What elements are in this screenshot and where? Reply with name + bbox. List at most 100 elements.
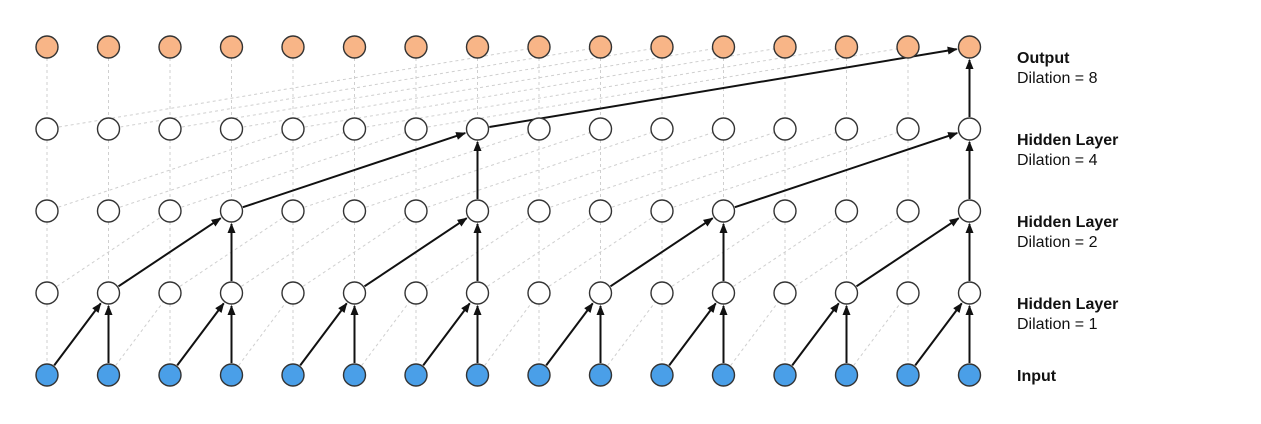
background-connection <box>600 128 847 212</box>
background-connection <box>477 210 601 294</box>
hidden3-node <box>96 117 121 141</box>
output-node <box>96 35 121 59</box>
hidden3-node <box>773 117 797 141</box>
connection-arrow <box>734 132 959 209</box>
background-connection <box>354 46 847 130</box>
input-node <box>711 363 736 387</box>
layer-labels: Output Dilation = 8 Hidden Layer Dilatio… <box>1017 0 1257 424</box>
hidden3-node <box>342 117 367 141</box>
background-connection <box>292 46 786 130</box>
input-node <box>281 363 305 387</box>
hidden3-node <box>957 117 982 141</box>
input-node <box>650 363 674 387</box>
hidden2-node <box>957 199 982 223</box>
hidden2-node <box>35 199 59 223</box>
hidden1-node <box>527 281 551 305</box>
connection-arrow <box>53 302 102 366</box>
input-node <box>35 363 59 387</box>
hidden1-node <box>404 281 428 305</box>
background-connection <box>477 128 724 212</box>
hidden1-node <box>834 281 859 305</box>
hidden2-node <box>281 199 305 223</box>
background-connections <box>46 46 970 376</box>
hidden2-node <box>834 199 859 223</box>
background-connection <box>600 292 663 376</box>
background-connection <box>723 210 847 294</box>
hidden3-node <box>219 117 244 141</box>
background-connection <box>108 46 601 130</box>
connection-arrow <box>176 302 225 366</box>
hidden-layer-1-label: Hidden Layer Dilation = 1 <box>1017 295 1118 335</box>
connection-arrow <box>668 302 717 366</box>
background-connection <box>169 46 663 130</box>
connection-arrow <box>299 302 348 366</box>
output-node <box>342 35 367 59</box>
background-connection <box>108 128 355 212</box>
connection-arrow <box>422 302 471 366</box>
input-node <box>219 363 244 387</box>
output-node <box>219 35 244 59</box>
background-connection <box>108 292 171 376</box>
connection-arrow <box>363 217 468 288</box>
output-node <box>281 35 305 59</box>
input-node <box>588 363 613 387</box>
hidden3-node <box>527 117 551 141</box>
hidden2-node <box>404 199 428 223</box>
hidden-layer-3-dilation: Dilation = 4 <box>1017 152 1098 169</box>
background-connection <box>169 128 417 212</box>
hidden3-node <box>711 117 736 141</box>
output-node <box>773 35 797 59</box>
input-node <box>834 363 859 387</box>
input-node <box>896 363 920 387</box>
hidden-layer-3-label: Hidden Layer Dilation = 4 <box>1017 131 1118 171</box>
connection-arrow <box>489 46 958 129</box>
output-node <box>650 35 674 59</box>
hidden1-node <box>588 281 613 305</box>
connection-arrow <box>117 217 222 288</box>
connection-arrow <box>545 302 594 366</box>
input-node <box>957 363 982 387</box>
background-connection <box>415 128 663 212</box>
background-connection <box>292 128 540 212</box>
background-connection <box>477 292 540 376</box>
hidden3-node <box>896 117 920 141</box>
highlighted-connections <box>53 46 974 366</box>
background-connection <box>415 46 909 130</box>
hidden-layer-2-dilation: Dilation = 2 <box>1017 234 1098 251</box>
hidden-layer-1-title: Hidden Layer <box>1017 296 1119 313</box>
hidden1-node <box>896 281 920 305</box>
hidden-layer-2-label: Hidden Layer Dilation = 2 <box>1017 213 1118 253</box>
connection-arrow <box>914 302 963 366</box>
hidden3-node <box>650 117 674 141</box>
background-connection <box>46 46 540 130</box>
hidden2-node <box>711 199 736 223</box>
hidden1-node <box>650 281 674 305</box>
hidden2-node <box>896 199 920 223</box>
connection-arrow <box>791 302 840 366</box>
output-node <box>711 35 736 59</box>
input-node <box>465 363 490 387</box>
input-node <box>96 363 121 387</box>
input-node <box>158 363 182 387</box>
hidden1-node <box>219 281 244 305</box>
output-node <box>834 35 859 59</box>
output-node <box>957 35 982 59</box>
hidden2-node <box>465 199 490 223</box>
hidden1-node <box>957 281 982 305</box>
connection-arrow <box>609 217 714 288</box>
input-layer-title: Input <box>1017 368 1057 385</box>
background-connection <box>538 128 786 212</box>
connection-arrow <box>242 132 467 209</box>
hidden1-node <box>342 281 367 305</box>
hidden1-node <box>773 281 797 305</box>
output-node <box>404 35 428 59</box>
hidden2-node <box>342 199 367 223</box>
background-connection <box>46 128 294 212</box>
hidden2-node <box>158 199 182 223</box>
hidden1-node <box>281 281 305 305</box>
input-layer-label: Input <box>1017 367 1056 387</box>
hidden-layer-1-dilation: Dilation = 1 <box>1017 316 1098 333</box>
hidden1-node <box>35 281 59 305</box>
hidden3-node <box>158 117 182 141</box>
dilated-convolution-diagram <box>35 35 982 387</box>
